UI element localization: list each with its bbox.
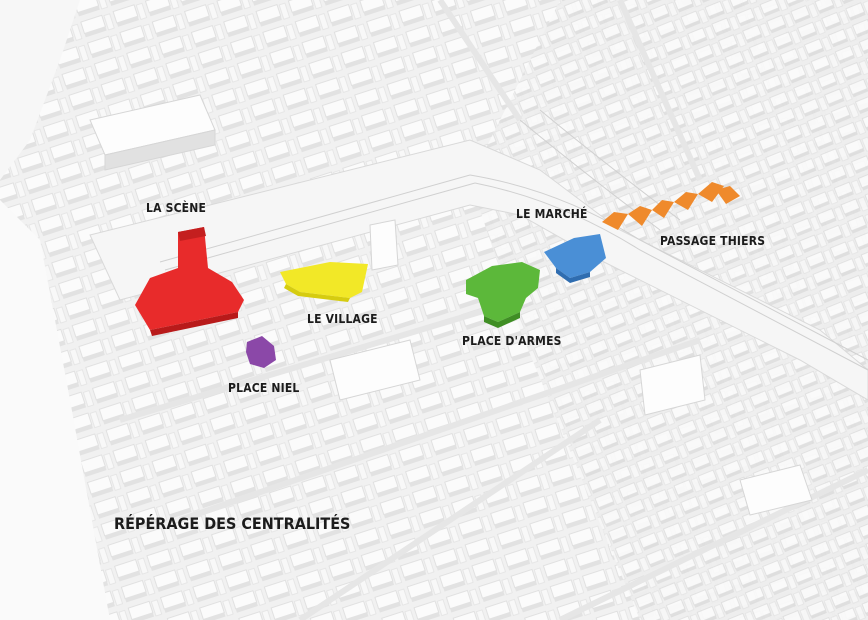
large-buildings [89, 94, 813, 516]
zone-la-scene[interactable] [135, 227, 244, 336]
zone-passage-thiers[interactable] [602, 182, 740, 230]
place-darmes-shape[interactable] [466, 262, 540, 322]
label-place-niel: PLACE NIEL [228, 381, 300, 395]
map-title: RÉPÉRAGE DES CENTRALITÉS [114, 514, 351, 533]
left-open-area [0, 200, 110, 620]
label-le-marche: LE MARCHÉ [516, 207, 588, 221]
zone-le-marche[interactable] [544, 234, 606, 283]
zone-place-darmes[interactable] [466, 262, 540, 328]
passage-thiers-shape[interactable] [602, 212, 628, 230]
label-le-village: LE VILLAGE [307, 312, 378, 326]
zone-place-niel[interactable] [246, 336, 276, 368]
label-la-scene: LA SCÈNE [146, 201, 207, 215]
label-place-darmes: PLACE D'ARMES [462, 334, 562, 348]
la-scene-shape[interactable] [135, 227, 244, 330]
streets [119, 0, 868, 620]
zone-le-village[interactable] [280, 262, 368, 302]
rail-corridor [89, 139, 868, 401]
top-left-area [0, 0, 80, 180]
le-village-shape[interactable] [280, 262, 368, 298]
le-marche-shape[interactable] [544, 234, 606, 278]
dense-blocks [470, 0, 868, 620]
label-passage-thiers: PASSAGE THIERS [660, 234, 766, 248]
place-niel-shape[interactable] [246, 336, 276, 368]
